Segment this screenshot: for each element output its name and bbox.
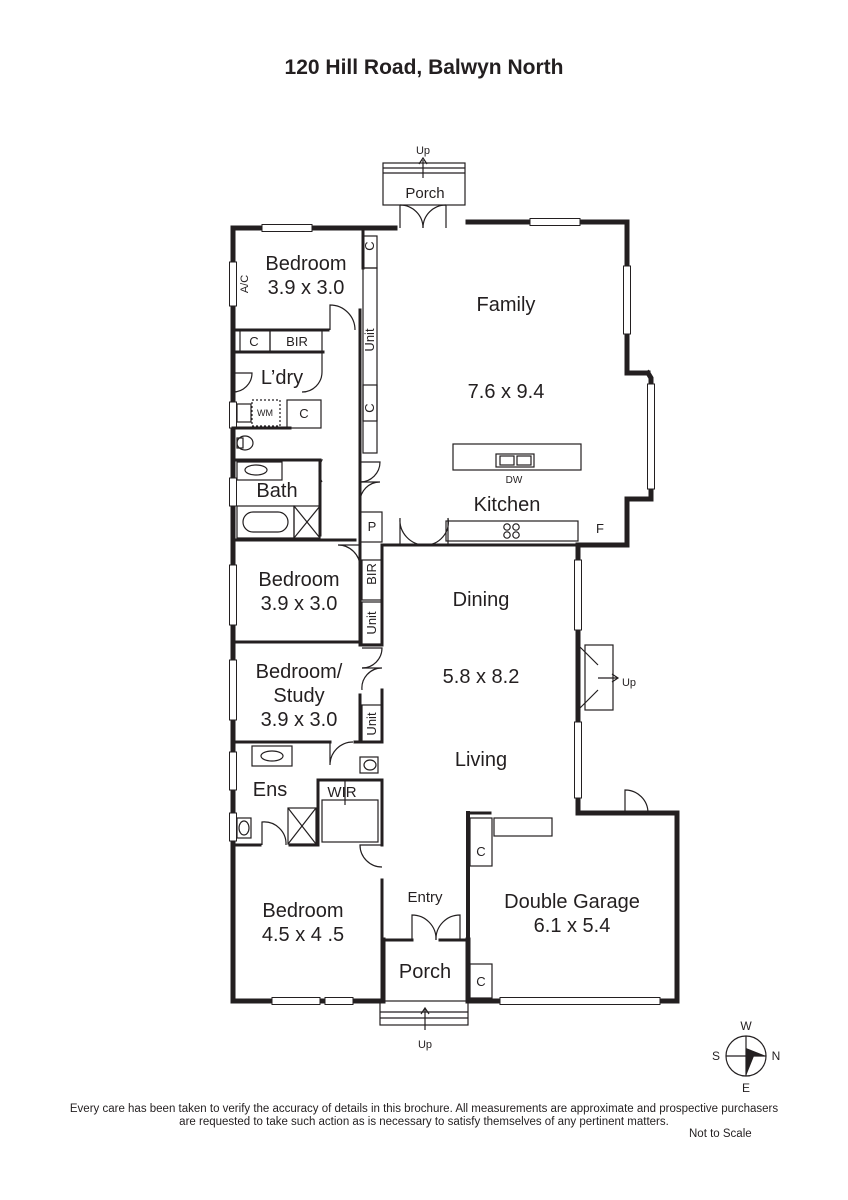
bath-label: Bath (256, 480, 297, 502)
ens-label: Ens (253, 779, 287, 801)
wir-label: WIR (327, 784, 356, 801)
fridge-label: F (596, 521, 604, 536)
pantry-label: P (368, 519, 377, 534)
plan-title: 120 Hill Road, Balwyn North (284, 56, 564, 79)
up-bottom-label: Up (418, 1039, 432, 1051)
compass-s: S (712, 1049, 720, 1063)
garage-size: 6.1 x 5.4 (534, 915, 611, 937)
study-line2: Study (273, 685, 324, 707)
kitchen-label: Kitchen (474, 494, 541, 516)
up-top-label: Up (416, 145, 430, 157)
porch-top-label: Porch (405, 185, 444, 202)
disclaimer-line1: Every care has been taken to verify the … (69, 1103, 779, 1115)
living-label: Living (455, 749, 507, 771)
unit2-label: Unit (364, 611, 379, 635)
c-bedroom1: C (249, 334, 258, 349)
c-garage-bottom: C (476, 974, 485, 989)
c-unit-top: C (362, 241, 377, 250)
ac-label: A/C (239, 275, 251, 293)
garage-name: Double Garage (504, 891, 640, 913)
c-unit-mid: C (362, 403, 377, 412)
fixtures (236, 235, 582, 999)
entry-label: Entry (407, 889, 443, 906)
study-line1: Bedroom/ (256, 661, 343, 683)
bedroom2-size: 3.9 x 3.0 (261, 593, 338, 615)
c-laundry: C (299, 406, 308, 421)
dw-label: DW (506, 475, 523, 486)
doors (232, 204, 649, 941)
family-size: 7.6 x 9.4 (468, 381, 545, 403)
compass-n: N (772, 1049, 781, 1063)
study-size: 3.9 x 3.0 (261, 709, 338, 731)
unit1-label: Unit (362, 328, 377, 352)
windows (229, 218, 661, 1005)
porch-bottom-label: Porch (399, 961, 451, 983)
unit3-label: Unit (364, 712, 379, 736)
bir1-label: BIR (286, 334, 308, 349)
disclaimer-line2: are requested to take such action as is … (179, 1116, 669, 1128)
bedroom2-name: Bedroom (258, 569, 339, 591)
compass-e: E (742, 1081, 750, 1095)
family-name: Family (477, 294, 536, 316)
bedroom-main-size: 4.5 x 4 .5 (262, 924, 344, 946)
compass-w: W (740, 1019, 752, 1033)
steps (379, 156, 620, 1030)
c-garage-top: C (476, 844, 485, 859)
dining-label: Dining (453, 589, 510, 611)
not-to-scale-note: Not to Scale (689, 1128, 752, 1140)
up-side-label: Up (622, 677, 636, 689)
bedroom1-size: 3.9 x 3.0 (268, 277, 345, 299)
living-size: 5.8 x 8.2 (443, 666, 520, 688)
compass-icon: W N E S (712, 1019, 780, 1095)
bedroom-main-name: Bedroom (262, 900, 343, 922)
bedroom1-name: Bedroom (265, 253, 346, 275)
wm-label: WM (257, 408, 273, 418)
disclaimer: Every care has been taken to verify the … (40, 1103, 808, 1129)
floor-plan: Up Porch Bedroom 3.9 x 3.0 A/C C BIR C U… (229, 145, 780, 1095)
laundry-label: L’dry (261, 367, 303, 389)
bir2-label: BIR (364, 563, 379, 585)
